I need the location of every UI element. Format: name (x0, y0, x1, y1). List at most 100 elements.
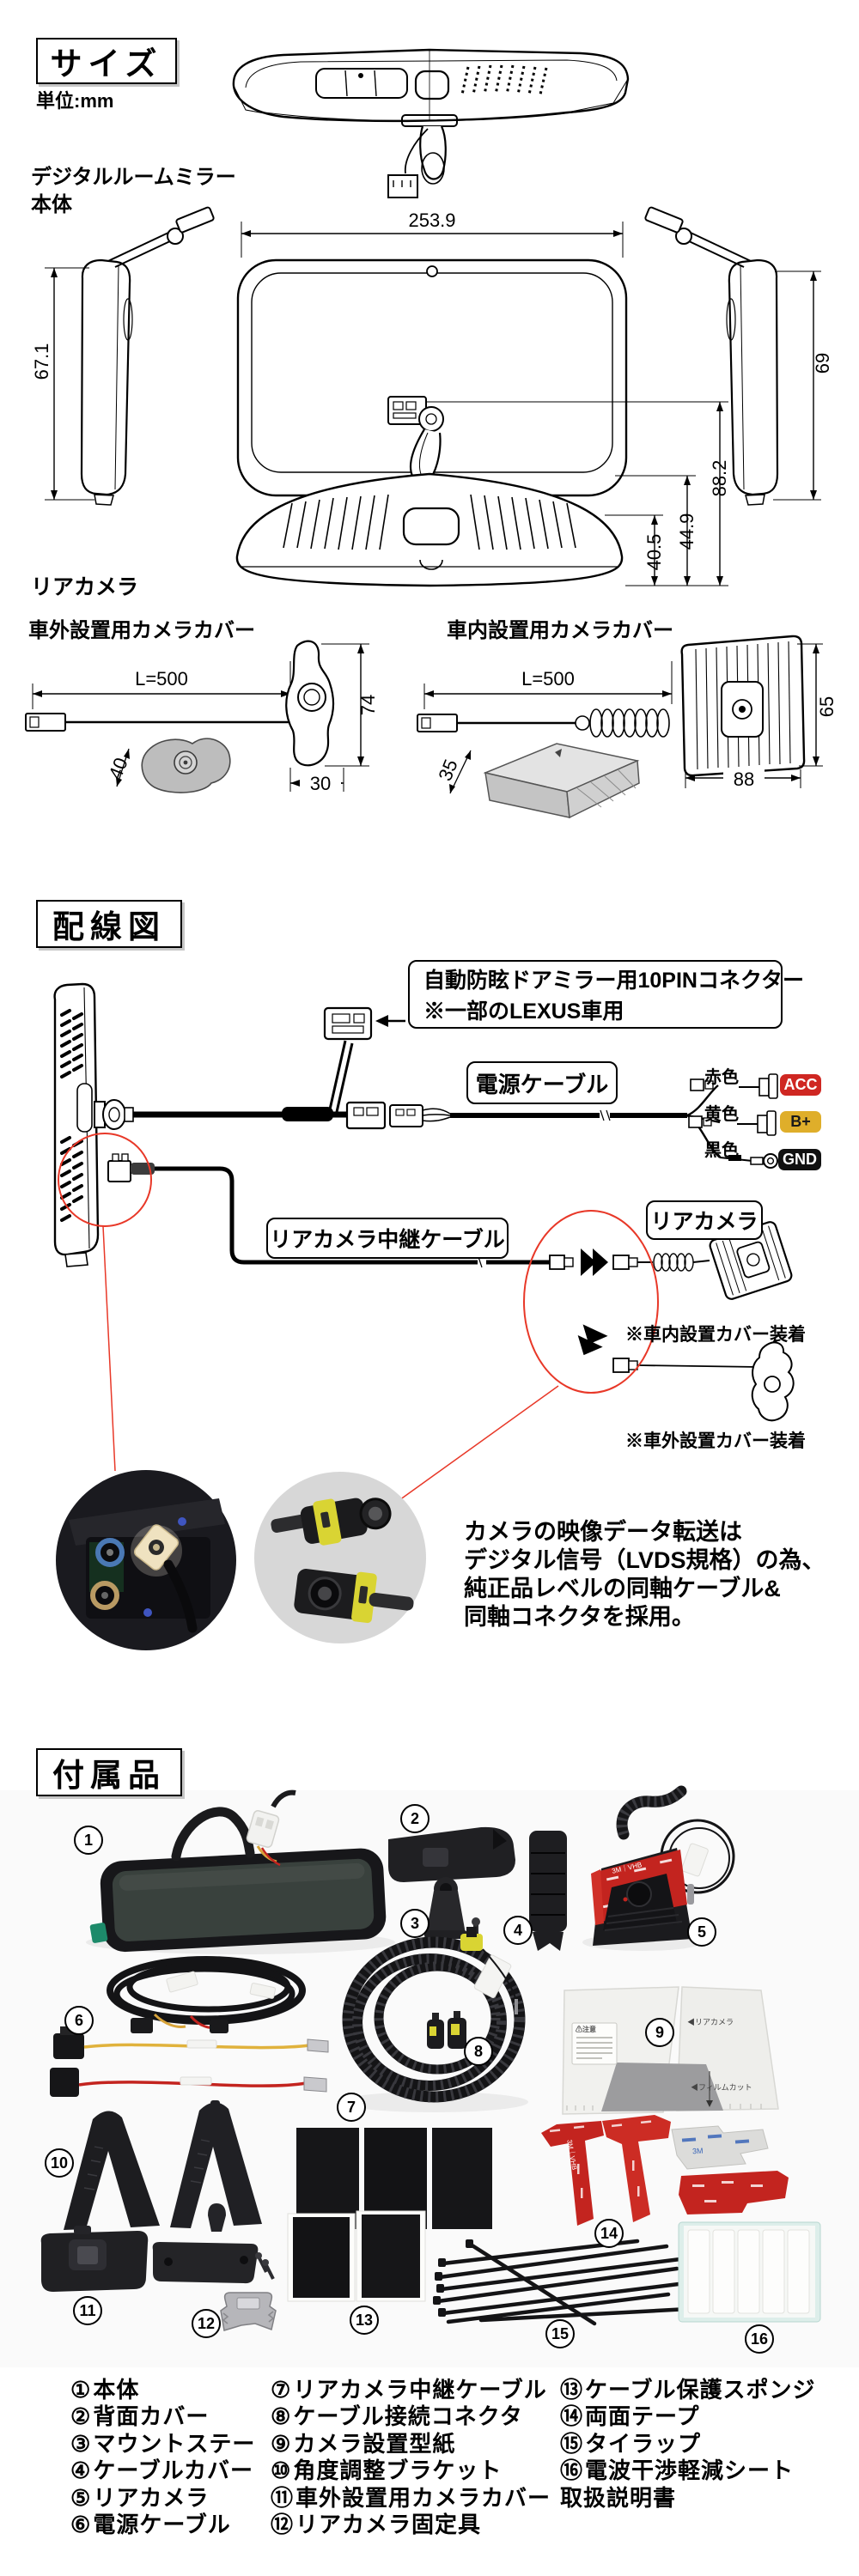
legend-label-10: 角度調整ブラケット (293, 2458, 503, 2483)
item-marker-7: 7 (337, 2093, 366, 2122)
legend-label-6: 電源ケーブル (93, 2512, 231, 2537)
legend-label-11: 車外設置用カメラカバー (295, 2485, 551, 2511)
legend-item-9: ⑨カメラ設置型紙 (271, 2427, 455, 2458)
acc-badge: ACC (780, 1074, 821, 1096)
mirror-front-view-drawing (45, 206, 821, 513)
dim-out-width: 30 (300, 773, 341, 795)
wire-yellow-label: 黄色 (704, 1105, 739, 1124)
legend-label-15: タイラップ (585, 2431, 702, 2457)
legend-label-14: 両面テープ (585, 2403, 700, 2429)
item-marker-11: 11 (73, 2296, 102, 2325)
lvds-note-line3: 純正品レベルの同軸ケーブル& (464, 1576, 781, 1601)
legend-label-7: リアカメラ中継ケーブル (293, 2377, 547, 2403)
wire-red-label: 赤色 (704, 1068, 739, 1087)
legend-label-12: リアカメラ固定具 (295, 2512, 482, 2537)
legend-item-14: ⑭両面テープ (560, 2399, 699, 2431)
legend-num-6: ⑥ (70, 2512, 92, 2537)
legend-num-14: ⑭ (560, 2403, 584, 2429)
outside-cover-note: ※車外設置カバー装着 (625, 1431, 806, 1451)
dim-in-width: 88 (723, 769, 765, 791)
dim-height-left: 67.1 (31, 343, 52, 380)
template-film-label: ◀フィルムカット (691, 2083, 752, 2092)
mirror-bottom-view-drawing (235, 396, 728, 587)
pin-note-line2: ※一部のLEXUS車用 (423, 999, 624, 1024)
outside-cover-heading: 車外設置用カメラカバー (28, 619, 255, 642)
legend-item-5: ⑤リアカメラ (70, 2481, 209, 2512)
mirror-port-photo (56, 1470, 236, 1650)
rear-camera-heading: リアカメラ (31, 575, 139, 599)
legend-item-1: ①本体 (70, 2372, 139, 2404)
legend-num-13: ⑬ (560, 2377, 584, 2403)
legend-item-2: ②背面カバー (70, 2399, 209, 2431)
item-marker-8: 8 (464, 2037, 493, 2066)
legend-item-16: ⑯電波干渉軽減シート (560, 2453, 794, 2485)
legend-label-2: 背面カバー (93, 2403, 210, 2429)
dim-in-height: 65 (816, 696, 838, 718)
bplus-badge: B+ (780, 1111, 821, 1133)
legend-num-12: ⑫ (271, 2512, 295, 2537)
legend-item-manual: 取扱説明書 (560, 2481, 676, 2512)
accessories-section-header: 付属品 (36, 1748, 182, 1796)
wire-black-label: 黒色 (704, 1141, 739, 1160)
item-marker-14: 14 (594, 2219, 624, 2248)
wiring-diagram-drawing (53, 982, 795, 1505)
legend-label-8: ケーブル接続コネクタ (293, 2403, 523, 2429)
dim-depth-front: 40.5 (643, 533, 665, 571)
gnd-badge: GND (778, 1149, 821, 1170)
legend-label-9: カメラ設置型紙 (293, 2431, 456, 2457)
inside-cover-heading: 車内設置用カメラカバー (447, 619, 673, 642)
legend-num-5: ⑤ (70, 2485, 92, 2511)
legend-item-12: ⑫リアカメラ固定具 (271, 2507, 481, 2539)
unit-label: 単位:mm (36, 90, 114, 112)
legend-num-1: ① (70, 2377, 92, 2403)
legend-label-4: ケーブルカバー (93, 2458, 253, 2483)
item-marker-1: 1 (74, 1826, 103, 1855)
legend-label-manual: 取扱説明書 (560, 2485, 677, 2511)
lvds-note-line1: カメラの映像データ転送は (464, 1519, 742, 1545)
legend-num-10: ⑩ (271, 2458, 292, 2483)
lvds-note-line2: デジタル信号（LVDS規格）の為、 (464, 1547, 825, 1573)
item-marker-15: 15 (545, 2319, 575, 2348)
template-warning-label: ⚠注意 (576, 2026, 596, 2033)
item-marker-10: 10 (45, 2148, 74, 2178)
legend-item-4: ④ケーブルカバー (70, 2453, 253, 2485)
product-label-line2: 本体 (31, 193, 72, 216)
mirror-top-view-drawing (232, 48, 630, 198)
power-cable-label: 電源ケーブル (466, 1061, 618, 1104)
legend-num-15: ⑮ (560, 2431, 584, 2457)
dim-depth-mid: 44.9 (676, 513, 698, 550)
item-marker-9: 9 (645, 2018, 674, 2047)
legend-num-4: ④ (70, 2458, 92, 2483)
legend-num-11: ⑪ (271, 2485, 295, 2511)
legend-num-8: ⑧ (271, 2403, 292, 2429)
legend-num-3: ③ (70, 2431, 92, 2457)
template-camera-label: ◀リアカメラ (687, 2018, 734, 2026)
item-marker-13: 13 (350, 2306, 379, 2335)
item-marker-5: 5 (687, 1917, 716, 1947)
item-marker-3: 3 (400, 1909, 430, 1938)
legend-item-6: ⑥電源ケーブル (70, 2507, 231, 2539)
lvds-note-line4: 同軸コネクタを採用。 (464, 1604, 695, 1630)
legend-num-2: ② (70, 2403, 92, 2429)
legend-num-7: ⑦ (271, 2377, 292, 2403)
legend-item-11: ⑪車外設置用カメラカバー (271, 2481, 551, 2512)
legend-item-3: ③マウントステー (70, 2427, 255, 2458)
legend-label-1: 本体 (93, 2377, 140, 2403)
accessories-photo (0, 1785, 859, 2367)
item-marker-4: 4 (503, 1916, 533, 1945)
dim-depth-total: 88.2 (709, 459, 730, 497)
legend-item-10: ⑩角度調整ブラケット (271, 2453, 502, 2485)
inside-cover-note: ※車内設置カバー装着 (625, 1325, 806, 1345)
relay-cable-label: リアカメラ中継ケーブル (266, 1218, 509, 1259)
legend-label-5: リアカメラ (93, 2485, 210, 2511)
item-marker-12: 12 (192, 2309, 221, 2338)
product-label-line1: デジタルルームミラー (31, 166, 236, 189)
item-marker-6: 6 (64, 2006, 94, 2035)
legend-item-7: ⑦リアカメラ中継ケーブル (271, 2372, 547, 2404)
rear-camera-outside-drawing (25, 640, 369, 793)
size-section-header: サイズ (36, 38, 177, 84)
pin-note-line1: 自動防眩ドアミラー用10PINコネクター (423, 969, 804, 993)
dim-height-right: 69 (812, 352, 833, 374)
